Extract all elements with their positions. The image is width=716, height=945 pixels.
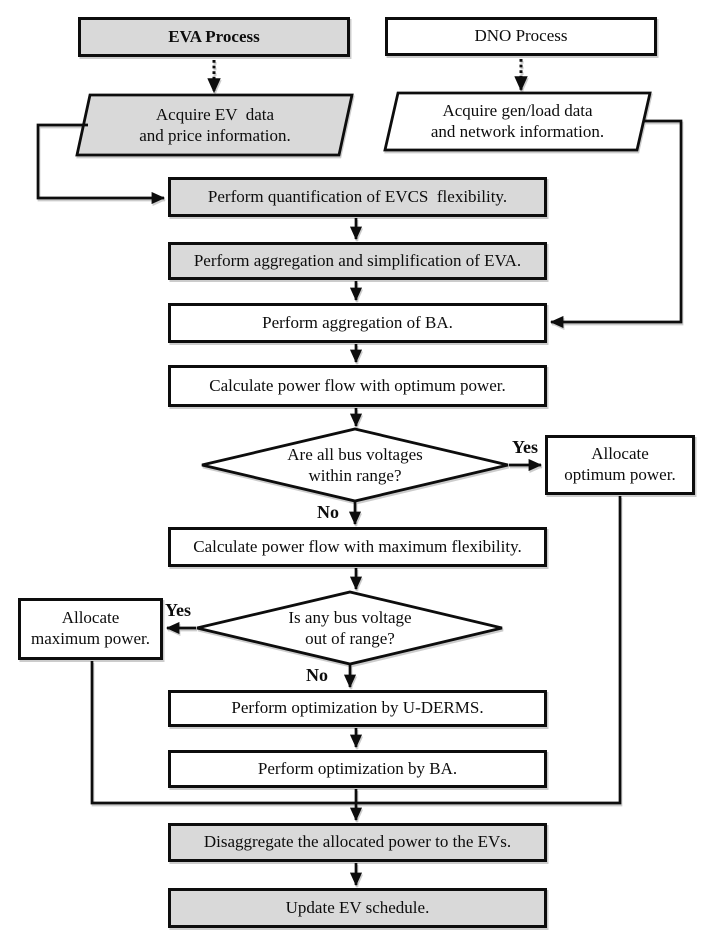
node-allocate-optimum-power: Allocate optimum power. — [545, 435, 695, 495]
decision-bus-voltage-out-of-range-label: Is any bus voltage out of range? — [288, 607, 412, 648]
node-update-ev-schedule: Update EV schedule. — [168, 888, 547, 928]
node-allocate-maximum-power: Allocate maximum power. — [18, 598, 163, 660]
node-disaggregate-power: Disaggregate the allocated power to the … — [168, 823, 547, 862]
diamond-bus-voltages-within-range — [201, 427, 509, 503]
node-aggregation-simplification-eva: Perform aggregation and simplification o… — [168, 242, 547, 280]
decision-bus-voltages-within-range-label: Are all bus voltages within range? — [287, 444, 423, 485]
edge-label-no-out: No — [306, 665, 328, 685]
node-optimization-uderms: Perform optimization by U-DERMS. — [168, 690, 547, 727]
node-dno-process: DNO Process — [385, 17, 657, 56]
connector-alloc-optimum-merge — [356, 496, 622, 805]
edge-label-no-within: No — [317, 502, 339, 522]
node-acquire-gen-load-data-label: Acquire gen/load data and network inform… — [430, 100, 605, 141]
node-quantification-evcs-flexibility: Perform quantification of EVCS flexibili… — [168, 177, 547, 217]
node-eva-process: EVA Process — [78, 17, 350, 57]
node-power-flow-optimum: Calculate power flow with optimum power. — [168, 365, 547, 407]
connector-acquire-ev-to-quantification — [36, 123, 166, 205]
edge-label-yes-out: Yes — [165, 600, 191, 620]
node-optimization-ba: Perform optimization by BA. — [168, 750, 547, 788]
connector-alloc-maximum-merge — [90, 661, 356, 805]
connector-acquire-gen-to-aggregation-ba — [549, 119, 683, 329]
node-acquire-ev-data-label: Acquire EV data and price information. — [139, 104, 291, 145]
node-power-flow-maximum: Calculate power flow with maximum flexib… — [168, 527, 547, 567]
node-aggregation-ba: Perform aggregation of BA. — [168, 303, 547, 343]
parallelogram-acquire-gen-load-data — [383, 91, 652, 152]
parallelogram-acquire-ev-data — [75, 93, 354, 157]
diamond-bus-voltage-out-of-range — [196, 590, 503, 666]
edge-label-yes-within: Yes — [512, 437, 538, 457]
